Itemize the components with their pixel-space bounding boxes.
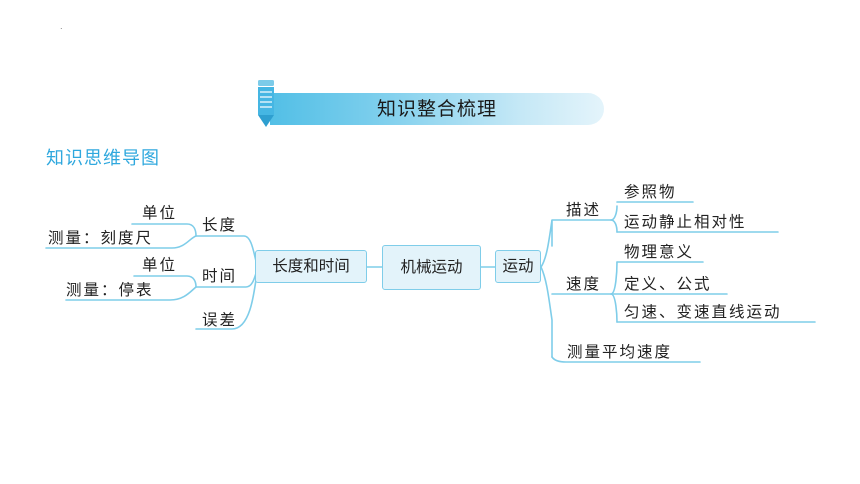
label-time-measure: 测量：停表 <box>66 281 154 299</box>
label-physical-meaning: 物理意义 <box>624 243 695 261</box>
label-describe: 描述 <box>566 201 602 219</box>
mindmap-node-length-and-time: 长度和时间 <box>255 250 367 283</box>
header-bar <box>270 93 604 125</box>
label-length-unit: 单位 <box>142 204 178 222</box>
label-relativity: 运动静止相对性 <box>624 213 747 231</box>
stray-dot: . <box>60 22 63 31</box>
label-average-speed: 测量平均速度 <box>567 343 673 361</box>
label-reference-object: 参照物 <box>624 183 677 201</box>
mindmap-node-motion: 运动 <box>495 250 541 283</box>
pencil-icon <box>258 80 274 127</box>
section-title: 知识思维导图 <box>46 148 160 169</box>
label-error: 误差 <box>202 311 238 329</box>
label-length: 长度 <box>202 216 238 234</box>
mindmap-node-mechanical-motion: 机械运动 <box>382 245 481 290</box>
label-uniform-variable-motion: 匀速、变速直线运动 <box>624 303 782 321</box>
label-time: 时间 <box>202 267 238 285</box>
label-speed: 速度 <box>566 275 602 293</box>
label-time-unit: 单位 <box>142 256 178 274</box>
header-title: 知识整合梳理 <box>376 98 497 120</box>
label-definition-formula: 定义、公式 <box>624 275 712 293</box>
label-length-measure: 测量：刻度尺 <box>48 229 154 247</box>
